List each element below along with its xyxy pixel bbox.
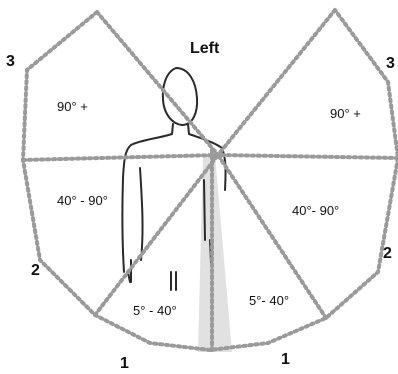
diagram-title: Left (190, 40, 220, 57)
zone-low-right: 5°- 40° (249, 293, 289, 308)
reference-band (198, 155, 232, 352)
number-top-right: 3 (386, 55, 395, 72)
number-bottom-right: 1 (281, 351, 290, 368)
number-mid-right: 2 (383, 245, 392, 262)
zone-low-left: 5° - 40° (133, 303, 177, 318)
number-bottom-left: 1 (120, 355, 129, 372)
zone-mid-left: 40° - 90° (57, 193, 108, 208)
number-mid-left: 2 (31, 262, 40, 279)
zone-upper-right: 90° + (330, 106, 361, 121)
divider-horizontal-left (21, 153, 220, 162)
zone-mid-right: 40°- 90° (292, 203, 339, 218)
divider-lower-right (216, 153, 328, 320)
divider-lower-left (93, 153, 220, 317)
number-top-left: 3 (6, 53, 15, 70)
divider-upper-left (95, 10, 220, 157)
divider-upper-right (216, 8, 337, 157)
divider-horizontal-right (216, 153, 398, 160)
zone-upper-left: 90° + (57, 99, 88, 114)
